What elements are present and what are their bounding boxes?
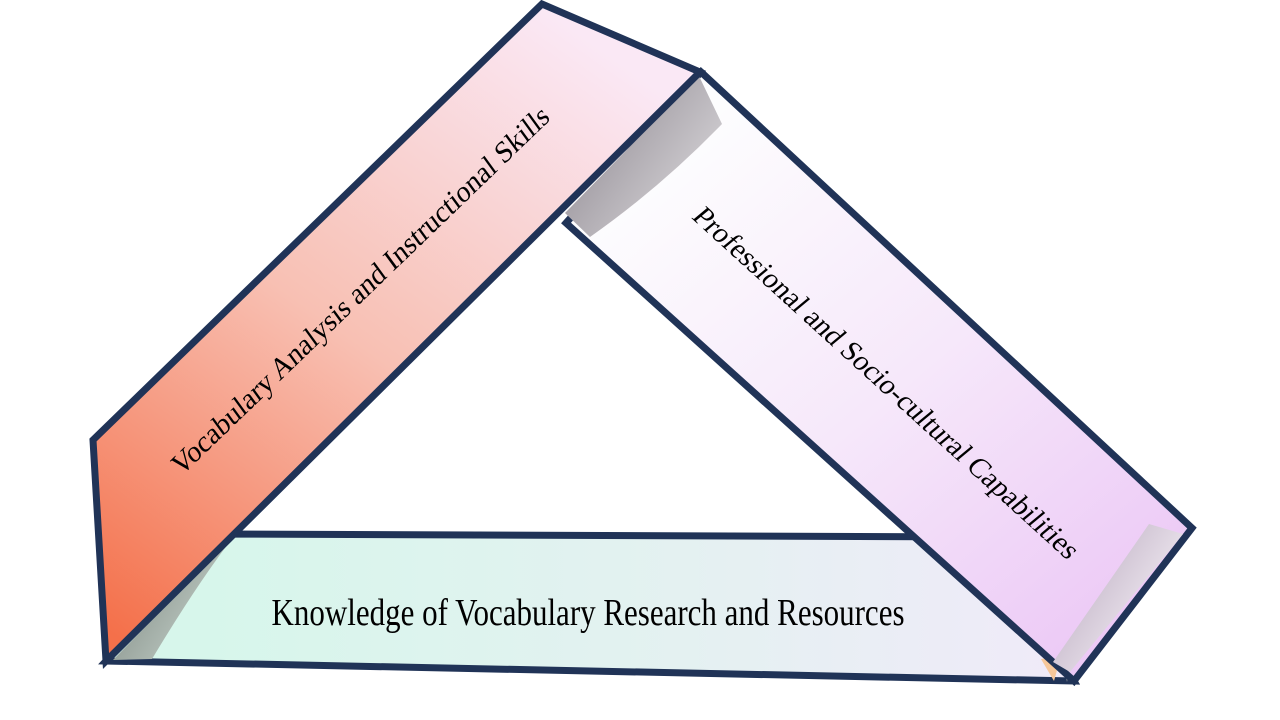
band-left (89, 0, 707, 669)
band-bottom-label-group: Knowledge of Vocabulary Research and Res… (271, 592, 904, 634)
fold-top (565, 76, 722, 237)
fold-bottom-right-strip (1053, 524, 1183, 672)
band-bottom-label: Knowledge of Vocabulary Research and Res… (271, 592, 904, 634)
